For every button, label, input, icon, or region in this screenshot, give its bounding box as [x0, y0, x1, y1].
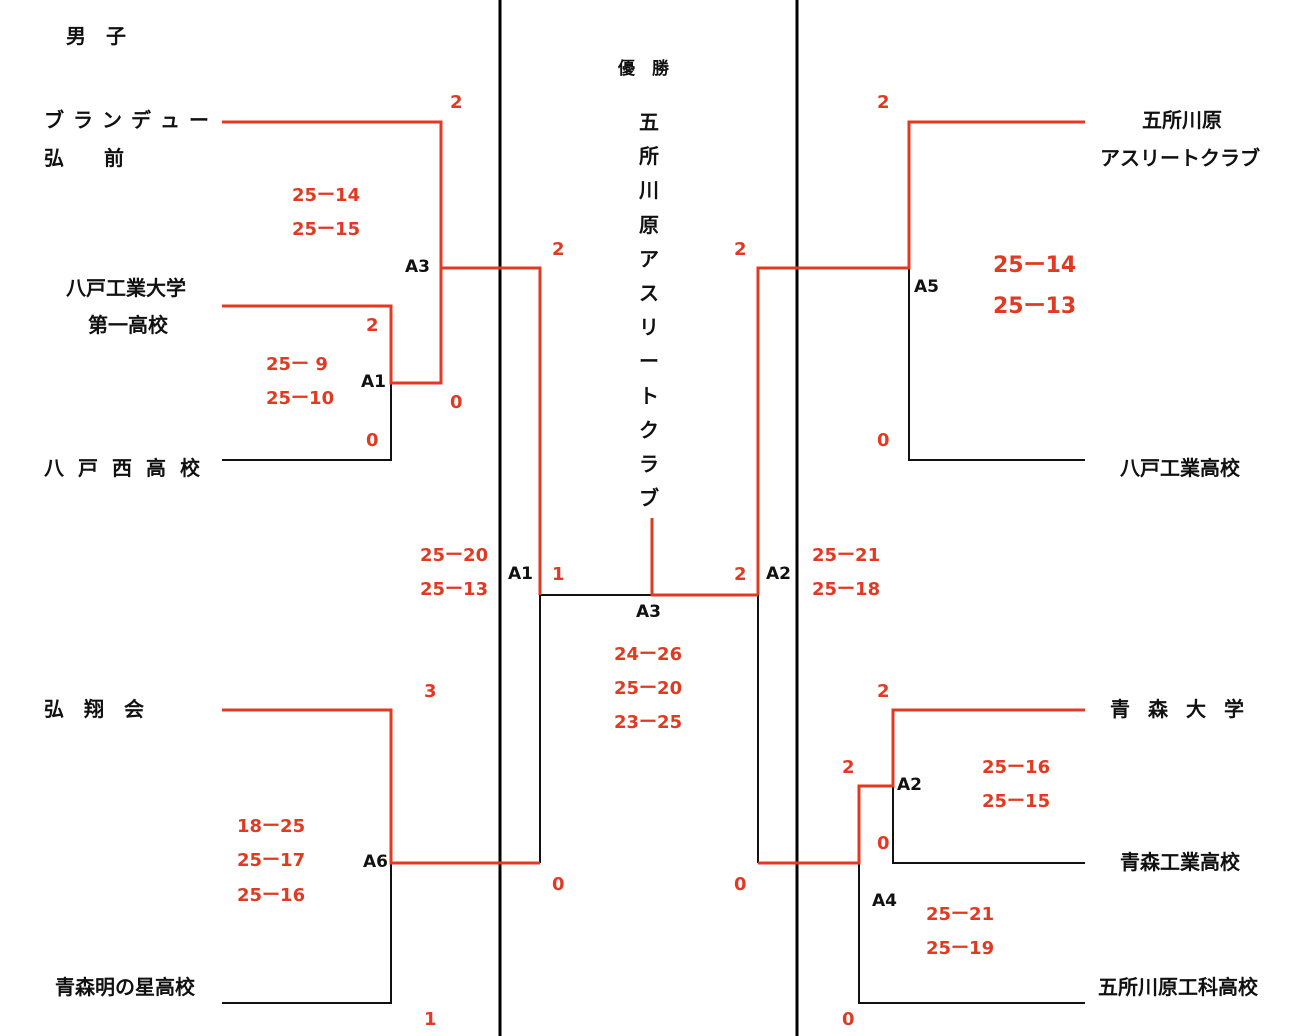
set-score: 25ー14 [292, 185, 361, 206]
set-score: 24ー26 [614, 644, 683, 665]
team-hachinohe-kodai-line1: 八戸工業大学 [66, 276, 186, 300]
set-score: 25ー13 [420, 579, 489, 600]
line-left-top-to-semi [441, 266, 542, 595]
set-score: 25ー20 [420, 545, 489, 566]
team-hachinohe-kogyo: 八戸工業高校 [1120, 456, 1240, 480]
set-score: 25ー15 [292, 219, 361, 240]
set-score: 25ー13 [993, 294, 1077, 319]
champion-name: 五所川原アスリートクラブ [639, 110, 659, 511]
team-goshogawara-ac-line1: 五所川原 [1142, 108, 1222, 132]
line-akenohoshi [222, 863, 392, 1004]
score-final-right: 2 [734, 564, 747, 585]
set-score: 18ー25 [237, 816, 306, 837]
set-score: 25ー16 [237, 885, 306, 906]
score-left-semi-bottom: 0 [552, 874, 565, 895]
score-goshogawara-ac: 2 [877, 92, 890, 113]
line-goshogawara-ac-win [756, 120, 1085, 595]
match-label: A2 [897, 775, 922, 795]
line-aomori-kogyo [892, 786, 1085, 864]
set-score: 25ー 9 [266, 354, 328, 375]
team-hachinohe-nishi: 八戸西高校 [44, 456, 214, 480]
team-brandew-line1: ブランデュー [44, 108, 218, 132]
score-hachinohe-kogyo: 0 [877, 430, 890, 451]
score-goshogawara-koka: 0 [842, 1009, 855, 1030]
score-koshokai: 3 [424, 681, 437, 702]
line-hachinohe-kogyo [908, 268, 1085, 461]
set-score: 23ー25 [614, 712, 683, 733]
set-score: 25ー17 [237, 850, 306, 871]
set-score: 25ー21 [926, 904, 995, 925]
score-a1-winner: 0 [450, 392, 463, 413]
line-brandew-win [222, 120, 443, 268]
set-score: 25ー20 [614, 678, 683, 699]
score-a2-winner: 2 [842, 757, 855, 778]
set-score: 25ー18 [812, 579, 881, 600]
match-label: A2 [766, 564, 791, 584]
line-goshogawara-koka [858, 863, 1085, 1004]
team-aomori-akenohoshi: 青森明の星高校 [55, 975, 195, 999]
set-score: 25ー14 [993, 253, 1077, 278]
score-brandew: 2 [450, 92, 463, 113]
match-label: A3 [636, 602, 661, 622]
score-right-semi-bottom: 0 [734, 874, 747, 895]
score-right-semi-top: 2 [734, 239, 747, 260]
score-left-semi-top: 2 [552, 239, 565, 260]
match-label: A1 [508, 564, 533, 584]
line-aomori-daigaku-win [758, 708, 1085, 865]
match-label: A6 [363, 852, 388, 872]
match-label: A4 [872, 891, 897, 911]
set-score: 25ー15 [982, 791, 1051, 812]
score-aomori-daigaku: 2 [877, 681, 890, 702]
line-final-win [650, 518, 758, 597]
team-goshogawara-koka: 五所川原工科高校 [1098, 975, 1258, 999]
category-label: 男 子 [66, 24, 126, 48]
set-score: 25ー10 [266, 388, 335, 409]
champion-label: 優 勝 [618, 59, 669, 79]
score-hachinohe-kodai: 2 [366, 315, 379, 336]
team-aomori-daigaku: 青森大学 [1110, 697, 1262, 721]
score-akenohoshi: 1 [424, 1009, 437, 1030]
line-koshokai-win [222, 708, 540, 865]
match-label: A5 [914, 277, 939, 297]
line-hachinohe-kodai-win [222, 268, 443, 385]
team-hachinohe-kodai-line2: 第一高校 [88, 313, 168, 337]
team-koshokai: 弘 翔 会 [44, 697, 144, 721]
score-aomori-kogyo: 0 [877, 833, 890, 854]
set-score: 25ー21 [812, 545, 881, 566]
match-label: A1 [361, 372, 386, 392]
set-score: 25ー19 [926, 938, 995, 959]
score-final-left: 1 [552, 564, 565, 585]
team-brandew-line2: 弘 前 [44, 146, 124, 170]
set-score: 25ー16 [982, 757, 1051, 778]
team-goshogawara-ac-line2: アスリートクラブ [1100, 146, 1260, 170]
score-hachinohe-nishi: 0 [366, 430, 379, 451]
line-hachinohe-nishi [222, 383, 392, 461]
match-label: A3 [405, 257, 430, 277]
team-aomori-kogyo: 青森工業高校 [1120, 850, 1240, 874]
